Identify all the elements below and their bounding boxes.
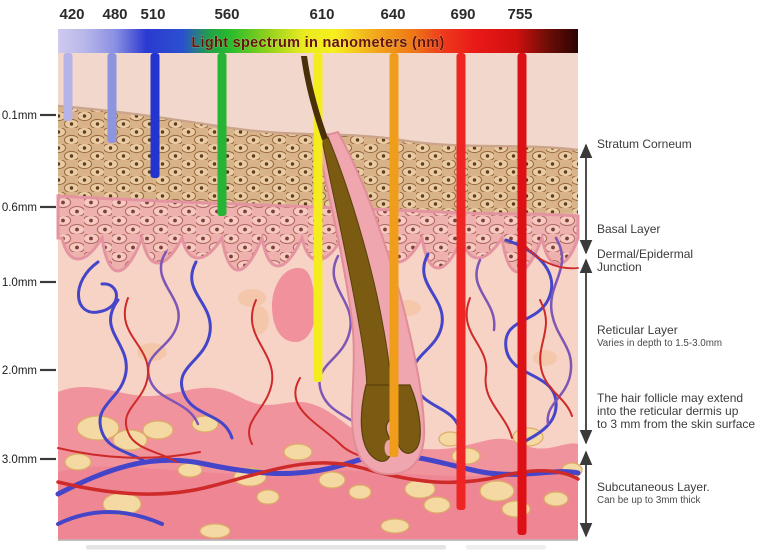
fat-globule <box>380 518 410 534</box>
layer-label: The hair follicle may extend <box>597 391 743 405</box>
wavelength-bar-755 <box>517 53 527 535</box>
wavelength-label-755: 755 <box>507 6 532 23</box>
layer-label: to 3 mm from the skin surface <box>597 417 755 431</box>
layer-label: Stratum Corneum <box>597 137 692 151</box>
fat-globule <box>199 523 231 539</box>
sebaceous-gland <box>272 267 316 343</box>
depth-tick-label: 2.0mm <box>2 365 37 377</box>
wavelength-label-690: 690 <box>450 6 475 23</box>
fat-globule <box>142 420 174 440</box>
spectrum-band-label: Light spectrum in nanometers (nm) <box>191 35 444 51</box>
depth-tick-label: 0.1mm <box>2 110 37 122</box>
hair-strand-above-skin <box>301 56 328 140</box>
subcutaneous-deep-layer <box>58 466 578 540</box>
wavelength-penetration-bars <box>63 53 527 535</box>
layer-label: into the reticular dermis up <box>597 404 739 418</box>
fat-globule <box>76 415 120 441</box>
fat-globule <box>318 471 346 489</box>
layer-label: Basal Layer <box>597 222 660 236</box>
bottom-smear-right <box>466 545 546 550</box>
fat-globule <box>191 415 219 433</box>
blood-vessels <box>55 236 581 526</box>
wavelength-bar-690 <box>456 53 466 510</box>
bottom-smear <box>86 545 446 550</box>
fat-globule <box>64 453 92 471</box>
wavelength-bar-510 <box>150 53 160 178</box>
wavelength-bar-640 <box>389 53 399 457</box>
wavelength-labels: 420 480 510 560 610 640 690 755 <box>59 6 532 23</box>
wavelength-bar-610 <box>313 53 323 382</box>
wavelength-bar-420 <box>63 53 73 121</box>
layer-label: Subcutaneous Layer. <box>597 480 710 494</box>
wavelength-label-610: 610 <box>309 6 334 23</box>
wavelength-bar-480 <box>107 53 117 143</box>
wavelength-label-560: 560 <box>214 6 239 23</box>
fat-globule <box>479 480 515 502</box>
depth-tick-label: 0.6mm <box>2 202 37 214</box>
layer-sublabel: Can be up to 3mm thick <box>597 495 701 506</box>
fat-globule <box>543 491 569 507</box>
hair-bulb <box>360 384 421 462</box>
fat-globule <box>256 489 280 505</box>
spectrum-band: Light spectrum in nanometers (nm) <box>58 29 578 53</box>
fat-globule <box>348 484 372 500</box>
wavelength-label-480: 480 <box>102 6 127 23</box>
fat-globule <box>283 443 313 461</box>
layer-sublabel: Varies in depth to 1.5-3.0mm <box>597 338 722 349</box>
layer-label: Junction <box>597 260 642 274</box>
fat-globule <box>423 496 451 514</box>
capillaries-purple <box>146 236 573 440</box>
layer-label: Dermal/Epidermal <box>597 247 693 261</box>
fat-globule <box>451 447 481 465</box>
fat-globules <box>64 415 583 539</box>
wavelength-label-510: 510 <box>140 6 165 23</box>
wavelength-bar-560 <box>217 53 227 216</box>
spectrum-gradient-bar <box>58 29 578 53</box>
wavelength-label-420: 420 <box>59 6 84 23</box>
depth-tick-label: 1.0mm <box>2 277 37 289</box>
layer-label: Reticular Layer <box>597 323 678 337</box>
depth-tick-label: 3.0mm <box>2 454 37 466</box>
depth-scale: 0.1mm 0.6mm 1.0mm 2.0mm 3.0mm <box>2 110 56 466</box>
illustration-bottom-border <box>58 539 578 541</box>
wavelength-label-640: 640 <box>380 6 405 23</box>
dermis-smudges <box>137 289 557 366</box>
